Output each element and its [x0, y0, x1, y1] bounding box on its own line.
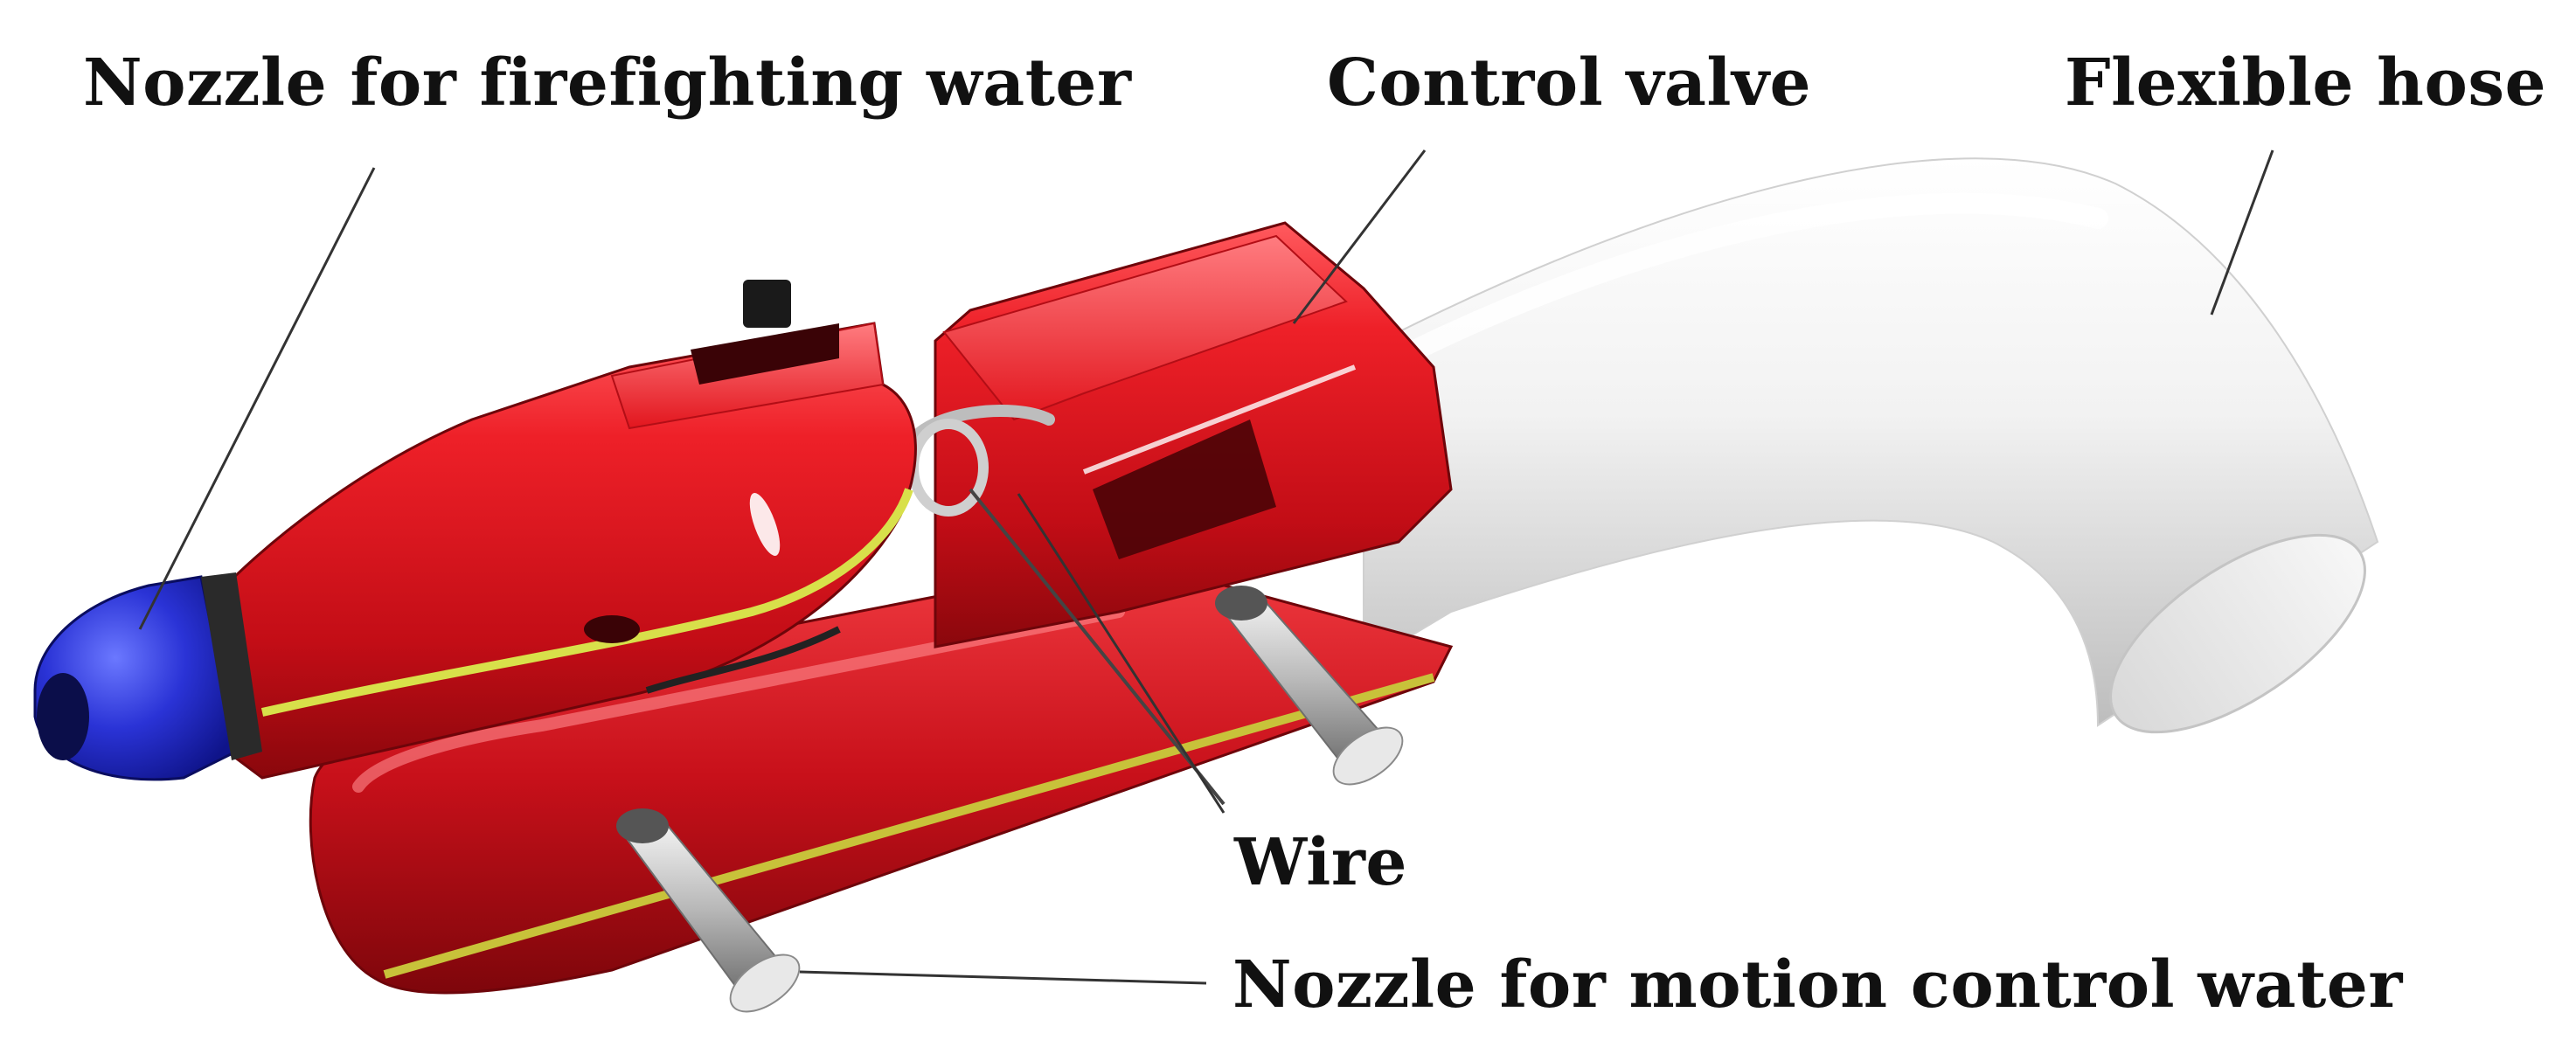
label-control-valve: Control valve — [1327, 45, 1812, 121]
label-wire: Wire — [1234, 825, 1407, 900]
label-nozzle-firefighting: Nozzle for firefighting water — [83, 45, 1132, 121]
motion-control-nozzle-upper — [1215, 586, 1404, 786]
leader-nozzle-fire — [138, 167, 376, 630]
leader-nozzle-motion — [799, 970, 1207, 985]
firefighting-nozzle-body — [199, 280, 917, 780]
nozzle-tip — [33, 572, 262, 781]
flexible-hose — [1363, 157, 2379, 734]
leader-wire — [1017, 493, 1226, 814]
label-flexible-hose: Flexible hose — [2065, 45, 2547, 121]
label-nozzle-motion-control: Nozzle for motion control water — [1232, 947, 2403, 1023]
leader-lines — [138, 149, 2274, 985]
leader-control-valve — [1292, 149, 1427, 324]
leader-flexible-hose — [2210, 149, 2274, 316]
motion-control-nozzle-lower — [616, 808, 801, 1013]
